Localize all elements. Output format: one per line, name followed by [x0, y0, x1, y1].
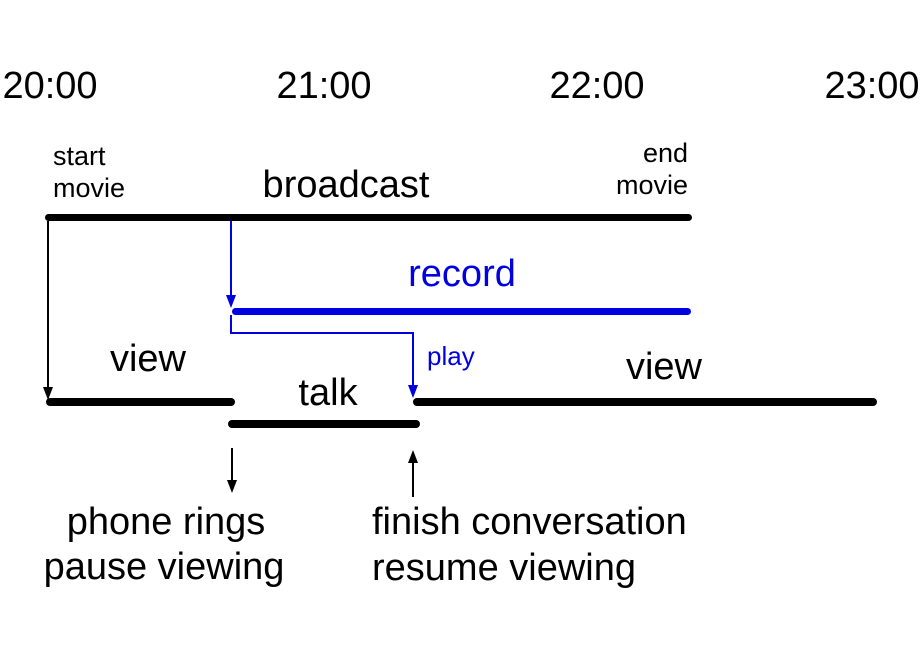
- time-label-2100: 21:00: [276, 65, 372, 107]
- play-path-segment-drop: [412, 332, 414, 386]
- resume-viewing-label: resume viewing: [372, 547, 636, 589]
- record-label: record: [408, 253, 516, 295]
- end-movie-label-line2: movie: [615, 170, 688, 200]
- start-movie-label-line2: movie: [53, 173, 126, 203]
- view-right-label: view: [625, 346, 703, 388]
- record-bar: [232, 308, 691, 315]
- view-left-label: view: [109, 338, 187, 380]
- record-arrowhead-icon: [226, 295, 236, 308]
- phone-rings-label: phone rings: [66, 501, 266, 543]
- finish-conversation-label: finish conversation: [372, 501, 687, 543]
- end-movie-label-line1: end: [642, 138, 688, 168]
- play-path-segment-across: [230, 332, 414, 334]
- start-movie-arrow-line: [47, 221, 49, 388]
- talk-label: talk: [298, 372, 358, 414]
- record-arrow-line: [230, 221, 232, 296]
- phone-rings-arrow-line: [231, 448, 233, 481]
- start-movie-arrowhead-icon: [43, 387, 53, 400]
- finish-arrowhead-icon: [408, 450, 418, 463]
- finish-arrow-line: [412, 462, 414, 497]
- talk-bar: [228, 420, 420, 428]
- view-left-bar: [46, 398, 235, 406]
- broadcast-bar: [45, 214, 692, 221]
- time-label-2200: 22:00: [549, 65, 645, 107]
- play-arrowhead-icon: [408, 385, 418, 398]
- broadcast-label: broadcast: [262, 164, 430, 206]
- view-right-bar: [413, 398, 877, 406]
- pause-viewing-label: pause viewing: [43, 546, 285, 588]
- phone-rings-arrowhead-icon: [227, 480, 237, 493]
- play-path-segment-down: [230, 315, 232, 334]
- time-label-2300: 23:00: [824, 65, 920, 107]
- time-label-2000: 20:00: [2, 65, 98, 107]
- play-label: play: [427, 341, 475, 371]
- start-movie-label-line1: start: [53, 141, 106, 171]
